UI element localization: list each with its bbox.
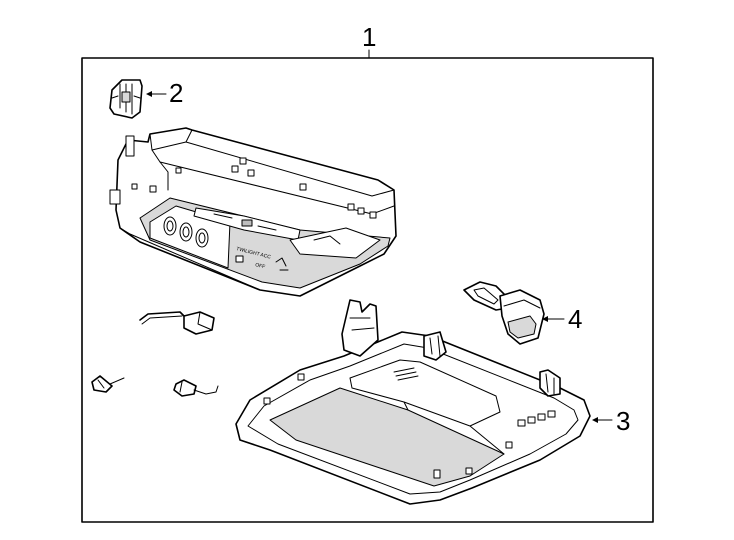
upper-console-housing: TWILIGHT ACC OFF: [109, 127, 397, 297]
callout-1-label: 1: [362, 22, 376, 52]
panel-dome-lamp-icon: [275, 257, 289, 271]
wire-harness-lower: [173, 379, 219, 397]
wire-harness-upper: [139, 311, 215, 335]
callout-4-arrow: [542, 316, 565, 322]
callout-4-label: 4: [568, 304, 582, 334]
callout-2-label: 2: [169, 78, 183, 108]
panel-off-switch-icon: [235, 255, 244, 263]
callout-3-label: 3: [616, 406, 630, 436]
switch-knob-part: [463, 281, 545, 345]
lower-housing-part: [235, 299, 591, 505]
panel-off-text: OFF: [255, 262, 266, 270]
callout-2-arrow: [146, 91, 167, 97]
callout-3-arrow: [592, 417, 613, 423]
wire-connector-clip: [91, 375, 125, 393]
clip-part: [109, 79, 143, 119]
diagram-frame: [81, 57, 654, 523]
